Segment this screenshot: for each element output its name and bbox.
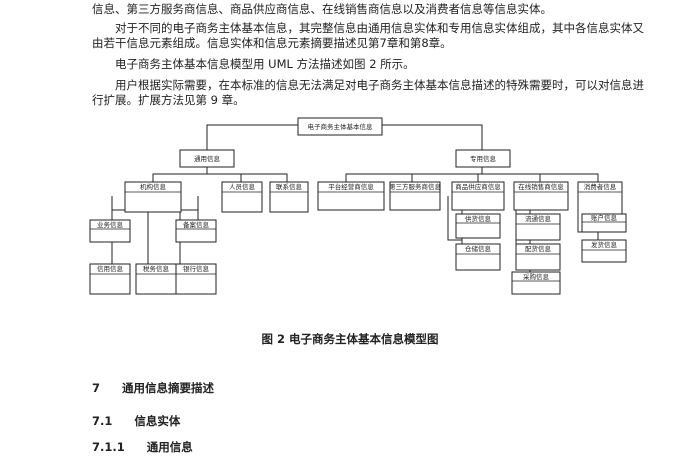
org-label: 机构信息 — [140, 182, 167, 191]
logistics-box — [515, 213, 561, 241]
seller-label: 在线销售商信息 — [518, 182, 564, 191]
section-7-1-1-title: 通用信息 — [146, 440, 193, 454]
credit-box — [89, 263, 131, 295]
platform-box — [317, 181, 385, 211]
section-7-1-heading: 7.1 信息实体 — [92, 413, 180, 429]
section-7-1-1-number: 7.1.1 — [92, 440, 125, 454]
bank-label: 银行信息 — [183, 264, 210, 273]
purchase-box — [511, 271, 561, 295]
paragraph-extension: 用户根据实际需要，在本标准的信息无法满足对电子商务主体基本信息描述的特殊需要时，… — [92, 78, 644, 107]
tax-label: 税务信息 — [143, 264, 170, 273]
delivery-label: 配货信息 — [525, 244, 552, 253]
bill-label: 发货信息 — [591, 240, 618, 249]
org-box — [124, 181, 182, 213]
purchase-label: 采购信息 — [523, 272, 550, 281]
bill-box — [581, 239, 627, 263]
bank-box — [175, 263, 217, 295]
paragraph-uml-model: 电子商务主体基本信息模型用 UML 方法描述如图 2 所示。 — [115, 57, 415, 71]
general-label: 通用信息 — [194, 154, 221, 163]
contact-box — [269, 181, 309, 213]
supplier-label: 商品供应商信息 — [455, 182, 501, 191]
section-7-title: 通用信息摘要描述 — [122, 381, 215, 395]
consumer-label: 消费者信息 — [584, 182, 617, 191]
third-box — [389, 181, 441, 211]
special-label: 专用信息 — [470, 154, 497, 163]
section-7-1-number: 7.1 — [92, 414, 113, 428]
seller-box — [513, 181, 569, 211]
person-box — [221, 181, 263, 213]
contact-label: 联系信息 — [276, 182, 303, 191]
delivery-box — [515, 243, 561, 271]
section-7-number: 7 — [92, 381, 101, 395]
uml-model-diagram: 电子商务主体基本信息 通用信息 专用信息 机构信息 人员信息 联系信息 平台经营… — [89, 117, 627, 295]
account-box — [581, 213, 627, 233]
supplier-box — [451, 181, 505, 211]
warehouse-box — [455, 243, 501, 271]
warehouse-label: 仓储信息 — [465, 244, 492, 253]
special-box — [455, 149, 511, 168]
general-box — [179, 149, 235, 168]
section-7-1-title: 信息实体 — [134, 414, 181, 428]
business-label: 业务信息 — [97, 220, 124, 229]
supply-goods-label: 供货信息 — [465, 214, 492, 223]
filing-label: 备案信息 — [183, 220, 210, 229]
account-label: 账户信息 — [591, 213, 618, 222]
paragraph-line1: 信息、第三方服务商信息、商品供应商信息、在线销售商信息以及消费者信息等信息实体。 — [92, 2, 552, 16]
logistics-label: 流通信息 — [525, 214, 552, 223]
section-7-heading: 7 通用信息摘要描述 — [92, 380, 214, 396]
third-label: 第三方服务商信息 — [389, 182, 442, 191]
tax-box — [135, 263, 177, 295]
filing-box — [175, 219, 217, 243]
section-7-1-1-heading: 7.1.1 通用信息 — [92, 439, 193, 455]
supply-goods-box — [455, 213, 501, 239]
platform-label: 平台经营商信息 — [328, 182, 374, 191]
credit-label: 信用信息 — [97, 264, 124, 273]
person-label: 人员信息 — [229, 182, 256, 191]
figure-caption: 图 2 电子商务主体基本信息模型图 — [261, 332, 439, 346]
root-box — [297, 117, 383, 136]
business-box — [89, 219, 131, 243]
paragraph-info-composition: 对于不同的电子商务主体基本信息，其完整信息由通用信息实体和专用信息实体组成，其中… — [92, 21, 644, 50]
root-label: 电子商务主体基本信息 — [308, 122, 374, 131]
